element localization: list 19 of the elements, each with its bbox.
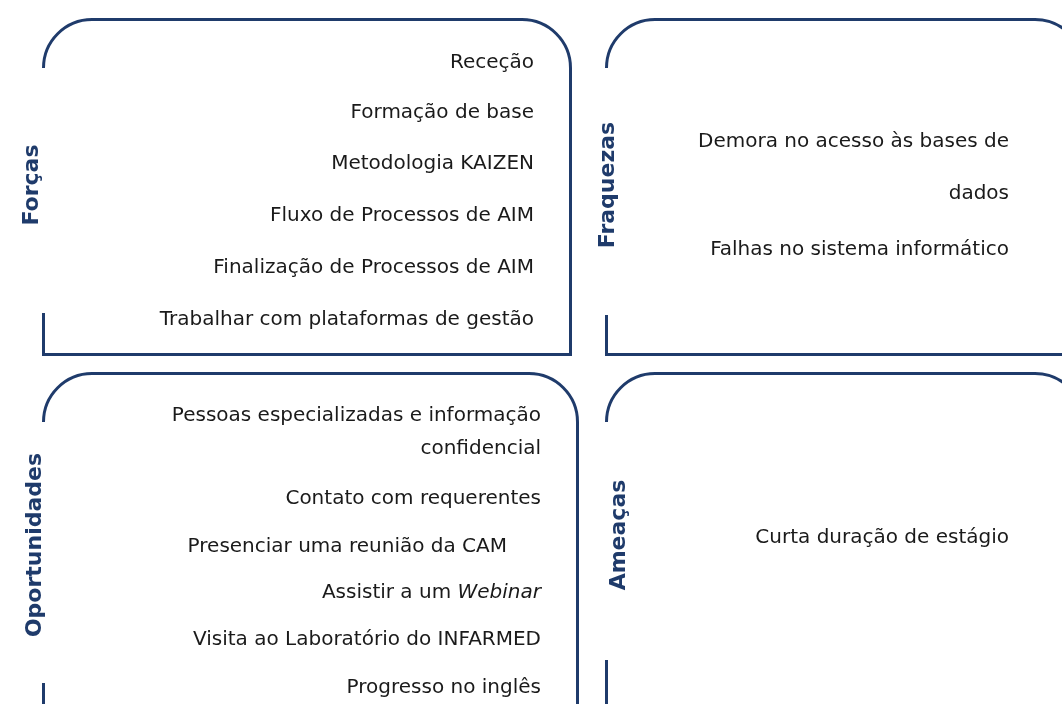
- list-item: Pessoas especializadas e informação confidencial: [170, 400, 541, 461]
- list-item: Demora no acesso às bases de dados: [697, 127, 1009, 206]
- list-item: Curta duração de estágio: [755, 523, 1009, 550]
- list-item: Assistir a um Webinar: [321, 578, 541, 605]
- panel-heading: Oportunidades: [20, 452, 46, 638]
- list-item: Contato com requerentes: [285, 484, 541, 511]
- list-item: Metodologia KAIZEN: [331, 149, 534, 176]
- list-item: Formação de base: [350, 98, 534, 125]
- panel-heading: Forças: [17, 144, 43, 226]
- list-item: Receção: [449, 48, 534, 75]
- list-item: Trabalhar com plataformas de gestão: [159, 305, 534, 332]
- list-item: Visita ao Laboratório do INFARMED: [192, 625, 541, 652]
- list-item: Falhas no sistema informático: [710, 235, 1009, 262]
- list-item: Presenciar uma reunião da CAM: [187, 532, 507, 559]
- list-item: Fluxo de Processos de AIM: [270, 201, 534, 228]
- list-item: Finalização de Processos de AIM: [213, 253, 534, 280]
- list-item: Progresso no inglês: [346, 673, 541, 700]
- panel-heading: Ameaças: [604, 479, 630, 591]
- panel-heading: Fraquezas: [593, 121, 619, 249]
